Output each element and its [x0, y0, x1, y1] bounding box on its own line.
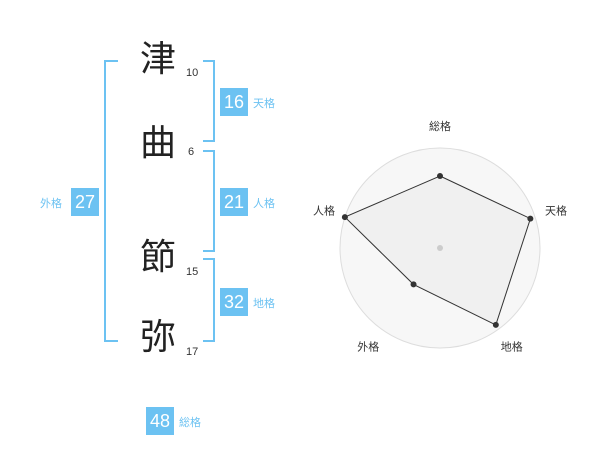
- radar-points: [341, 173, 534, 328]
- chikaku-bracket: [203, 258, 215, 342]
- stroke-count-4: 17: [186, 346, 199, 358]
- jinkaku-value-box: 21: [220, 188, 248, 216]
- name-char-3: 節: [140, 237, 177, 278]
- radar-point: [527, 215, 534, 222]
- chikaku-value-box: 32: [220, 288, 248, 316]
- radar-axis-label: 天格: [545, 203, 567, 217]
- radar-polygon: [344, 175, 532, 326]
- radar-axis-label: 外格: [357, 340, 379, 354]
- gaikaku-bracket: [104, 60, 118, 342]
- stroke-count-2: 6: [188, 146, 195, 158]
- soukaku-value-box: 48: [146, 407, 174, 435]
- radar-axis-label: 人格: [313, 203, 335, 217]
- radar-point: [341, 214, 348, 221]
- radar-axis-label: 地格: [501, 340, 523, 354]
- radar-center-dot: [437, 245, 443, 251]
- tenkaku-label: 天格: [253, 97, 275, 110]
- radar-point: [410, 281, 417, 288]
- soukaku-label: 総格: [179, 416, 201, 429]
- radar-point: [492, 321, 499, 328]
- tenkaku-value-box: 16: [220, 88, 248, 116]
- gaikaku-value-box: 27: [71, 188, 99, 216]
- tenkaku-bracket: [203, 60, 215, 142]
- name-char-2: 曲: [140, 123, 177, 164]
- jinkaku-bracket: [203, 150, 215, 252]
- radar-axis-label: 総格: [429, 119, 451, 133]
- radar-point: [437, 173, 443, 179]
- name-char-1: 津: [140, 39, 177, 80]
- chikaku-label: 地格: [253, 297, 275, 310]
- stroke-count-1: 10: [186, 67, 199, 79]
- jinkaku-label: 人格: [253, 197, 275, 210]
- stroke-count-3: 15: [186, 266, 199, 278]
- name-char-4: 弥: [140, 317, 177, 358]
- gaikaku-label: 外格: [40, 197, 62, 210]
